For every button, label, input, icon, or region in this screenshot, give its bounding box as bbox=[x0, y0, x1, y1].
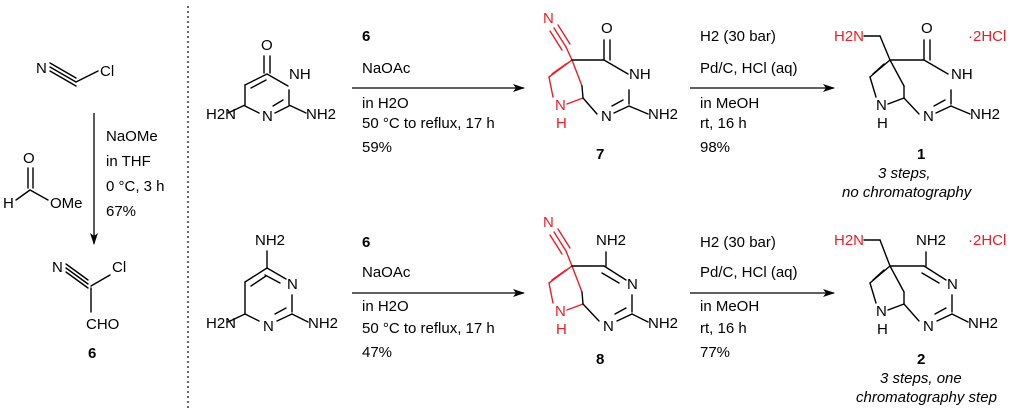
pyrrole-h: H bbox=[877, 115, 888, 132]
pyrrole-h: H bbox=[556, 321, 567, 338]
reagent: NaOAc bbox=[362, 60, 411, 77]
ring-n-bottom: N bbox=[603, 318, 614, 335]
yield: 59% bbox=[362, 139, 392, 156]
reagent: 6 bbox=[362, 28, 370, 45]
condition: in H2O bbox=[362, 95, 409, 112]
pyrrole-h: H bbox=[556, 115, 567, 132]
compound-1: H2N N H O NH ·2HCl NH2 N 1 3 steps, no c… bbox=[834, 20, 1006, 201]
atom-o-top: O bbox=[23, 150, 35, 167]
aldehyde-group: CHO bbox=[86, 316, 119, 333]
condition: rt, 16 h bbox=[700, 320, 747, 337]
reagent: H2 (30 bar) bbox=[700, 28, 776, 45]
atom-o: O bbox=[921, 20, 933, 37]
ring-n-bottom: N bbox=[923, 318, 934, 335]
step0-condition: 0 °C, 3 h bbox=[106, 178, 165, 195]
atom-n: N bbox=[36, 60, 47, 77]
reagent: 6 bbox=[362, 234, 370, 251]
triaminopyrimidine-start: NH2 N NH2 N H2N bbox=[206, 232, 338, 335]
ring-n-right: N bbox=[287, 276, 298, 293]
atom-cl: Cl bbox=[100, 63, 114, 80]
compound-label: 8 bbox=[596, 351, 604, 368]
yield: 98% bbox=[700, 139, 730, 156]
step1-arrow-row1: 6 NaOAc in H2O 50 °C to reflux, 17 h 59% bbox=[352, 28, 525, 156]
step0-condition: in THF bbox=[106, 153, 151, 170]
ring-n-right: N bbox=[947, 276, 958, 293]
ring-n-bottom: N bbox=[263, 318, 274, 335]
compound-label: 1 bbox=[917, 146, 925, 163]
step0-arrow: NaOMe in THF 0 °C, 3 h 67% bbox=[90, 113, 165, 245]
atom-n: N bbox=[52, 259, 63, 276]
condition: rt, 16 h bbox=[700, 115, 747, 132]
ring-nh: NH bbox=[289, 66, 311, 83]
ring-nh: NH bbox=[629, 66, 651, 83]
condition: in MeOH bbox=[700, 95, 759, 112]
ring-n-right: N bbox=[627, 276, 638, 293]
reagent: H2 (30 bar) bbox=[700, 234, 776, 251]
nh2-left: H2N bbox=[206, 315, 236, 332]
reagent: NaOAc bbox=[362, 264, 411, 281]
amino: NH2 bbox=[596, 232, 626, 249]
step1-arrow-row2: 6 NaOAc in H2O 50 °C to reflux, 17 h 47% bbox=[352, 234, 525, 361]
yield: 47% bbox=[362, 344, 392, 361]
aminomethyl-group: H2N bbox=[834, 232, 864, 249]
pyrrole-h: H bbox=[877, 321, 888, 338]
step2-arrow-row2: H2 (30 bar) Pd/C, HCl (aq) in MeOH rt, 1… bbox=[690, 234, 835, 361]
route-note: 3 steps, one bbox=[880, 370, 962, 387]
salt-label: ·2HCl bbox=[968, 232, 1006, 249]
reagent: Pd/C, HCl (aq) bbox=[700, 60, 798, 77]
reagent: Pd/C, HCl (aq) bbox=[700, 264, 798, 281]
condition: in MeOH bbox=[700, 298, 759, 315]
condition: 50 °C to reflux, 17 h bbox=[362, 320, 495, 337]
pyrrole-n: N bbox=[876, 303, 887, 320]
condition: in H2O bbox=[362, 298, 409, 315]
compound-7: N N H O NH NH2 N 7 bbox=[543, 10, 678, 163]
ome-group: OMe bbox=[50, 195, 83, 212]
atom-cl: Cl bbox=[112, 259, 126, 276]
pyrrole-n: N bbox=[555, 97, 566, 114]
nh2: NH2 bbox=[970, 106, 1000, 123]
atom-o: O bbox=[261, 37, 273, 54]
ring-n: N bbox=[262, 108, 273, 125]
compound-8: N N H NH2 N NH2 N 8 bbox=[543, 214, 678, 368]
nh2: NH2 bbox=[648, 315, 678, 332]
ring-n: N bbox=[601, 108, 612, 125]
amino-top: NH2 bbox=[255, 232, 285, 249]
nitrile-n: N bbox=[543, 214, 554, 231]
pyrimidinone-start: O NH NH2 N H2N bbox=[206, 37, 336, 125]
route-note: no chromatography bbox=[842, 184, 973, 201]
ring-n: N bbox=[923, 108, 934, 125]
yield: 77% bbox=[700, 344, 730, 361]
route-note: chromatography step bbox=[856, 389, 997, 406]
ring-nh: NH bbox=[951, 66, 973, 83]
step0-yield: 67% bbox=[106, 203, 136, 220]
compound-6: N Cl CHO 6 bbox=[52, 259, 126, 362]
step0-condition: NaOMe bbox=[106, 128, 158, 145]
compound-2: H2N N H NH2 ·2HCl N NH2 N 2 3 steps, one… bbox=[834, 232, 1006, 406]
compound-label: 2 bbox=[917, 351, 925, 368]
atom-h: H bbox=[3, 195, 14, 212]
nh2: NH2 bbox=[648, 106, 678, 123]
amino: NH2 bbox=[916, 232, 946, 249]
pyrrole-n: N bbox=[555, 303, 566, 320]
condition: 50 °C to reflux, 17 h bbox=[362, 115, 495, 132]
route-note: 3 steps, bbox=[878, 165, 931, 182]
compound-label: 7 bbox=[596, 146, 604, 163]
nh2-left: H2N bbox=[206, 106, 236, 123]
aminomethyl-group: H2N bbox=[834, 28, 864, 45]
nh2: NH2 bbox=[968, 315, 998, 332]
pyrrole-n: N bbox=[876, 97, 887, 114]
chloroacetonitrile: N Cl bbox=[36, 60, 114, 87]
nh2-right: NH2 bbox=[308, 315, 338, 332]
atom-o: O bbox=[601, 20, 613, 37]
salt-label: ·2HCl bbox=[968, 28, 1006, 45]
nh2-right: NH2 bbox=[306, 106, 336, 123]
step2-arrow-row1: H2 (30 bar) Pd/C, HCl (aq) in MeOH rt, 1… bbox=[690, 28, 835, 156]
compound-label: 6 bbox=[88, 345, 96, 362]
nitrile-n: N bbox=[543, 10, 554, 27]
methyl-formate: O H OMe bbox=[3, 150, 83, 212]
